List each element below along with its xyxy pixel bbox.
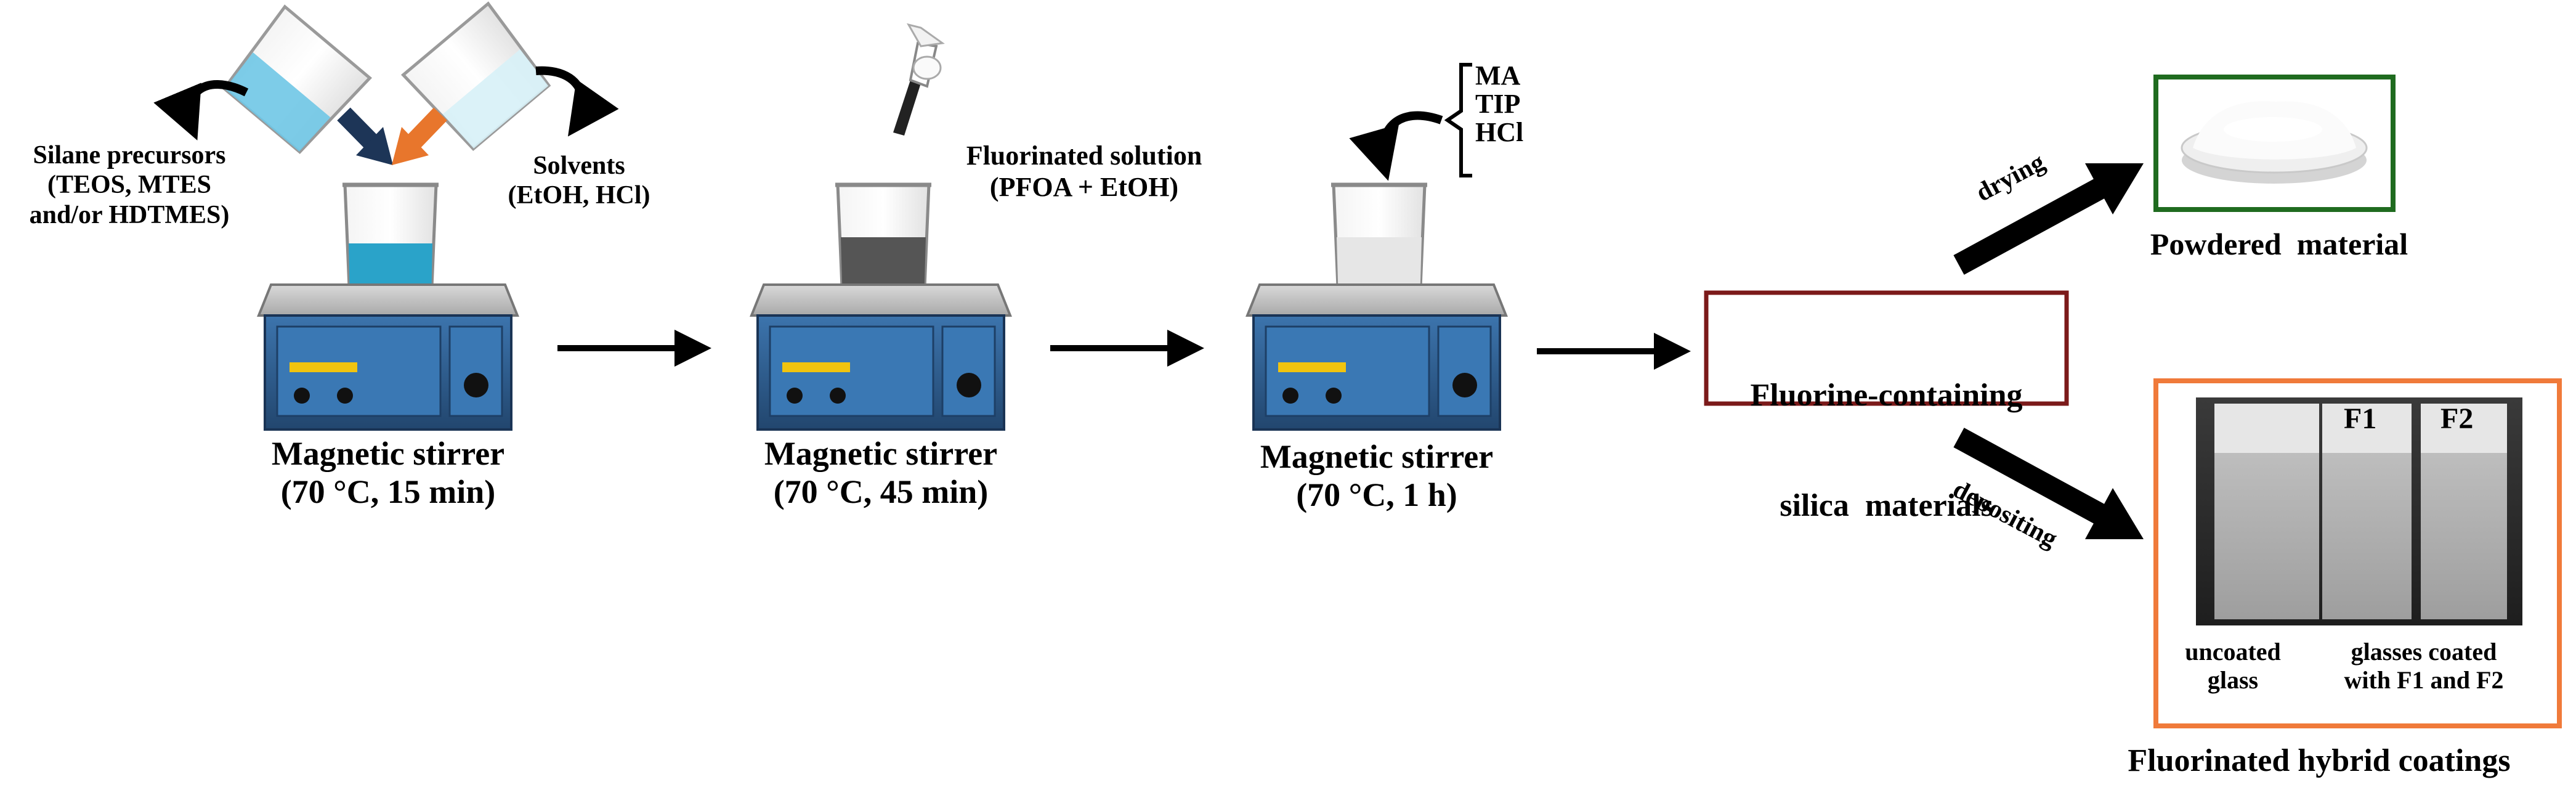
fluorinated-line-2: (PFOA + EtOH)	[989, 171, 1179, 202]
solvents-label: Solvents (EtOH, HCl)	[487, 151, 671, 211]
fluorinated-solution-label: Fluorinated solution (PFOA + EtOH)	[936, 140, 1232, 203]
navy-arrow-icon	[337, 107, 393, 165]
reagent-hcl: HCl	[1475, 117, 1524, 148]
precursors-line-3: and/or HDTMES)	[29, 200, 230, 229]
slide-label-f1: F1	[2344, 402, 2377, 435]
fluorinated-line-1: Fluorinated solution	[966, 140, 1202, 171]
product-box-label: Fluorine-containing silica materials	[1706, 303, 2067, 561]
stirrer-3-caption: Magnetic stirrer (70 °C, 1 h)	[1223, 438, 1531, 514]
curved-arrow-right-icon	[535, 66, 619, 137]
orange-arrow-icon	[392, 107, 447, 165]
bracket-icon	[1444, 63, 1472, 177]
stirrer-2-label: Magnetic stirrer	[764, 435, 998, 472]
magnetic-stirrer-3-icon	[1245, 283, 1508, 431]
solvents-line-2: (EtOH, HCl)	[508, 181, 650, 210]
pipette-icon	[893, 23, 945, 136]
powdered-material-label: Powdered material	[2150, 227, 2408, 261]
slide-label-f2: F2	[2440, 402, 2474, 435]
reagent-ma: MA	[1475, 60, 1521, 91]
magnetic-stirrer-2-icon	[750, 283, 1012, 431]
precursors-line-2: (TEOS, MTES	[47, 171, 212, 200]
stirrer-2-caption: Magnetic stirrer (70 °C, 45 min)	[727, 434, 1035, 511]
reagent-tip: TIP	[1475, 89, 1521, 120]
caption-coated-line-1: glasses coated	[2351, 638, 2497, 666]
product-line-2: silica materials	[1780, 487, 1993, 523]
curved-arrow-stage3-icon	[1349, 111, 1443, 181]
stage3-reagents: MA TIP HCl	[1475, 60, 1524, 148]
product-box	[1704, 290, 2069, 406]
stirrer-1-caption: Magnetic stirrer (70 °C, 15 min)	[234, 434, 542, 511]
curved-arrow-left-icon	[153, 79, 249, 140]
solvents-line-1: Solvents	[533, 152, 625, 180]
caption-coated: glasses coated with F1 and F2	[2319, 638, 2529, 694]
magnetic-stirrer-1-icon	[257, 283, 519, 431]
depositing-arrow-icon	[1953, 428, 2144, 539]
powder-dish-icon	[2181, 101, 2368, 184]
glass-slide-uncoated-icon	[2214, 404, 2319, 619]
caption-uncoated: uncoated glass	[2168, 638, 2298, 694]
stirrer-2-condition: (70 °C, 45 min)	[773, 473, 989, 511]
silane-precursors-label: Silane precursors (TEOS, MTES and/or HDT…	[0, 140, 259, 230]
stirrer-3-condition: (70 °C, 1 h)	[1296, 476, 1457, 514]
caption-uncoated-line-1: uncoated	[2185, 638, 2281, 666]
stirrer-1-condition: (70 °C, 15 min)	[280, 473, 496, 511]
pouring-beaker-left-icon	[222, 4, 373, 154]
glass-slide-f2-icon	[2421, 404, 2507, 619]
precursors-line-1: Silane precursors	[33, 141, 226, 169]
glass-slide-f1-icon	[2322, 404, 2412, 619]
stirrer-1-label: Magnetic stirrer	[271, 435, 505, 472]
drying-arrow-icon	[1953, 163, 2144, 275]
product-line-1: Fluorine-containing	[1750, 377, 2023, 413]
stirrer-3-label: Magnetic stirrer	[1260, 438, 1494, 475]
caption-coated-line-2: with F1 and F2	[2344, 666, 2504, 694]
caption-uncoated-line-2: glass	[2207, 666, 2259, 694]
pouring-beaker-right-icon	[400, 1, 551, 151]
fluorinated-coatings-label: Fluorinated hybrid coatings	[2128, 743, 2511, 778]
